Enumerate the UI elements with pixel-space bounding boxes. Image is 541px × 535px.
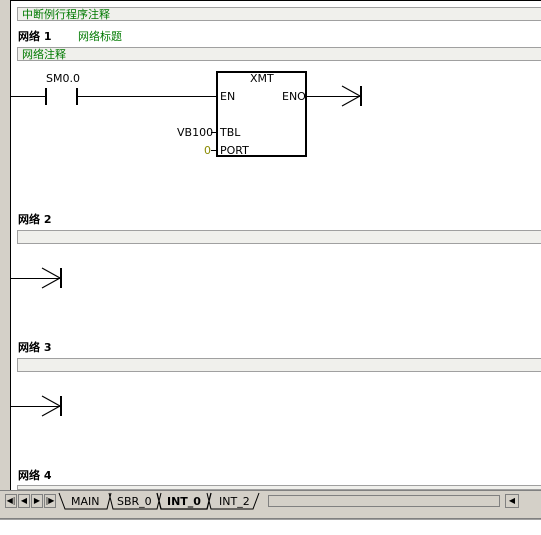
network-2-comment[interactable] (17, 230, 541, 244)
rung-1-wire-mid (78, 96, 217, 97)
network-4-label: 网络 4 (18, 469, 52, 482)
power-rail (10, 0, 11, 490)
tab-main[interactable]: MAIN (71, 495, 100, 508)
tbl-stub (211, 132, 217, 133)
rung-3-end-arrow-icon (41, 395, 62, 417)
rung-1-wire-left (11, 96, 45, 97)
block-pin-en: EN (220, 90, 236, 103)
network-3-comment[interactable] (17, 358, 541, 372)
xmt-function-block[interactable] (216, 71, 307, 157)
network-1-label: 网络 1 (18, 30, 52, 43)
port-stub (211, 150, 217, 151)
contact-left-bar (45, 88, 47, 105)
contact-address[interactable]: SM0.0 (46, 72, 80, 85)
tab-sbr-0[interactable]: SBR_0 (117, 495, 152, 508)
network-2-label: 网络 2 (18, 213, 52, 226)
tbl-operand[interactable]: VB100 (177, 126, 214, 139)
prev-page-icon[interactable]: ◀ (18, 494, 30, 508)
block-name: XMT (250, 72, 274, 85)
program-comment[interactable]: 中断例行程序注释 (17, 7, 541, 21)
block-pin-tbl: TBL (220, 126, 241, 139)
last-page-icon[interactable]: |▶ (44, 494, 56, 508)
network-1-title[interactable]: 网络标题 (78, 30, 122, 43)
eno-wire (307, 96, 361, 97)
horizontal-scrollbar-thumb[interactable] (268, 495, 500, 507)
network-1-comment[interactable]: 网络注释 (17, 47, 541, 61)
window-bottom-border (0, 512, 541, 519)
top-border (11, 0, 541, 1)
block-pin-eno: ENO (282, 90, 306, 103)
tab-int-0[interactable]: INT_0 (167, 495, 201, 508)
rung-3-wire (11, 406, 61, 407)
tab-int-2[interactable]: INT_2 (219, 495, 250, 508)
scroll-left-icon[interactable]: ◀ (505, 494, 519, 508)
scrollbar-filler (519, 494, 541, 508)
first-page-icon[interactable]: ◀| (5, 494, 17, 508)
contact-right-bar (76, 88, 78, 105)
status-area (0, 519, 541, 535)
block-pin-port: PORT (220, 144, 249, 157)
network-3-label: 网络 3 (18, 341, 52, 354)
port-operand[interactable]: 0 (204, 144, 211, 157)
eno-output-arrow-icon (341, 85, 362, 107)
network-4-comment[interactable] (17, 485, 541, 490)
rung-2-wire (11, 278, 61, 279)
tab-strip-outline (58, 492, 260, 510)
rung-2-end-arrow-icon (41, 267, 62, 289)
next-page-icon[interactable]: ▶ (31, 494, 43, 508)
